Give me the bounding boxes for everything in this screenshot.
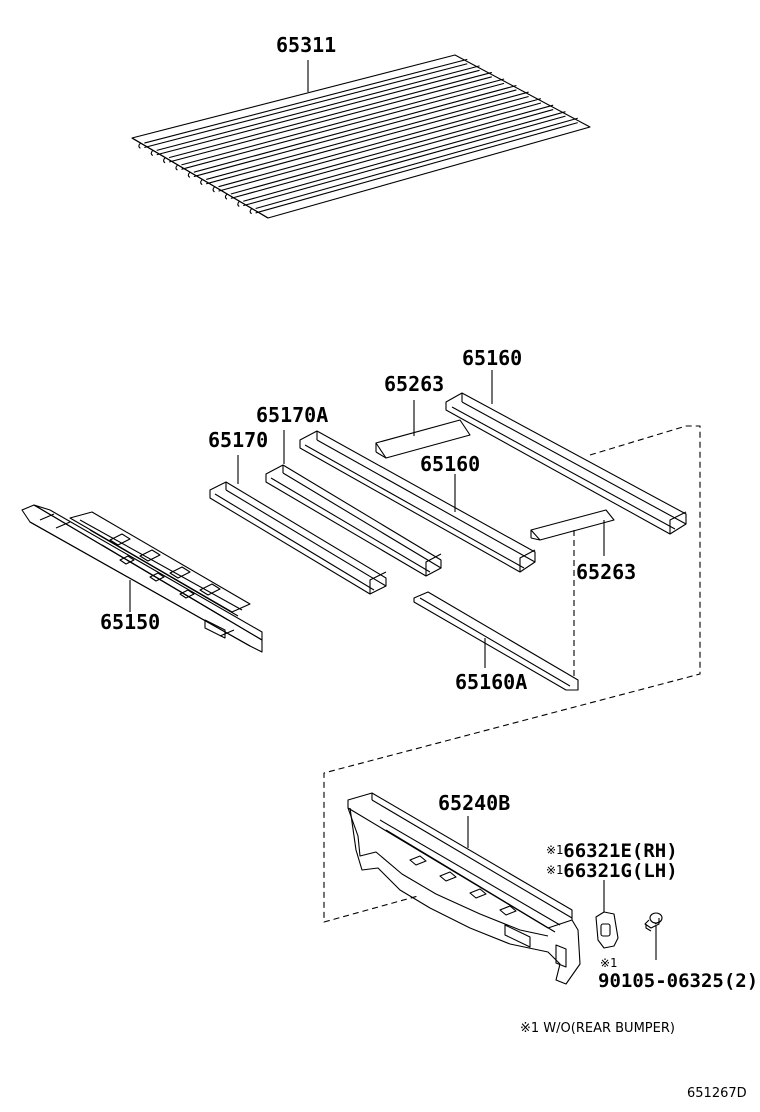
sill-65170A xyxy=(266,430,441,576)
part-label-65160-top: 65160 xyxy=(462,346,523,370)
part-label-65160A: 65160A xyxy=(455,670,528,694)
reference-dashed-lines xyxy=(324,426,700,922)
part-label-65263-top: 65263 xyxy=(384,372,445,396)
ref-mark: ※1 xyxy=(546,843,564,857)
part-label-65150: 65150 xyxy=(100,610,161,634)
bracket-65263-right xyxy=(531,510,614,556)
part-label-65160-mid: 65160 xyxy=(420,452,481,476)
part-label-65240B: 65240B xyxy=(438,791,511,815)
rear-cross-member-65240B xyxy=(348,793,580,984)
ref-mark: ※1 xyxy=(546,863,564,877)
part-label-65311: 65311 xyxy=(276,33,337,57)
part-label-90105: 90105-06325(2) xyxy=(598,970,759,992)
cross-member-65150 xyxy=(22,505,262,652)
part-label-65170: 65170 xyxy=(208,428,269,452)
part-label-66321E: ※166321E(RH) xyxy=(546,840,678,862)
diagram-code: 651267D xyxy=(687,1086,747,1101)
sill-65160A xyxy=(414,592,578,690)
part-label-65263-right: 65263 xyxy=(576,560,637,584)
floor-panel-65311 xyxy=(132,55,590,218)
sill-65160-top xyxy=(446,370,686,534)
bolt-90105 xyxy=(645,913,662,960)
bracket-65263-top xyxy=(376,400,470,458)
footnote: ※1 W/O(REAR BUMPER) xyxy=(520,1021,675,1036)
part-label-66321G: ※166321G(LH) xyxy=(546,860,678,882)
sill-65160-mid xyxy=(300,431,535,572)
pad-66321 xyxy=(596,880,618,948)
ref-mark-bolt: ※1 xyxy=(600,956,618,970)
sill-65170 xyxy=(210,455,386,594)
part-label-65170A: 65170A xyxy=(256,403,329,427)
